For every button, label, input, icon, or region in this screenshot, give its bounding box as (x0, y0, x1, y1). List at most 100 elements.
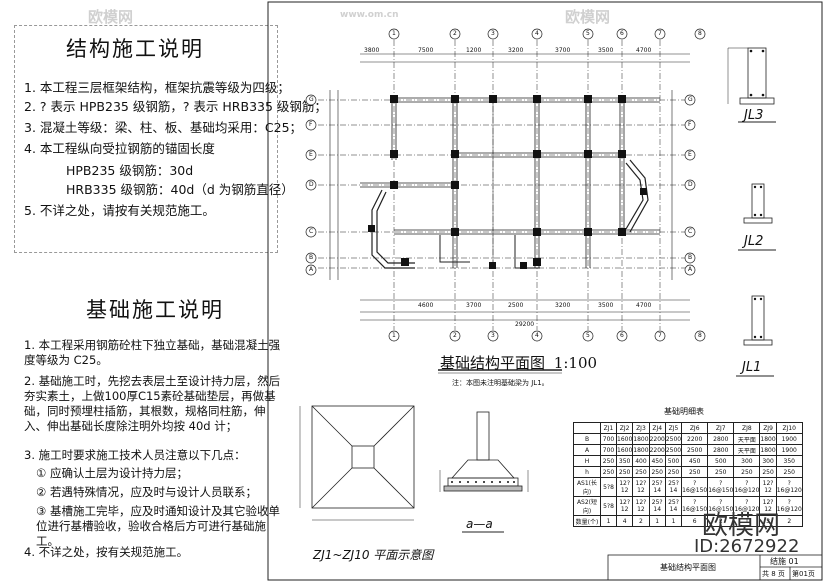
schedule-cell: 25?14 (648, 477, 666, 497)
bottom-axis-4: 4 (535, 332, 539, 339)
right-axis-E: E (688, 151, 692, 158)
schedule-cell: 1800 (632, 433, 650, 445)
structure-note-2: 2. ? 表示 HPB235 级钢筋，? 表示 HRB335 级钢筋； (24, 99, 327, 114)
schedule-cell: 12?12 (759, 477, 777, 497)
top-axis-4: 4 (535, 30, 539, 37)
top-dim-6: 3500 (598, 47, 614, 54)
structure-note-1: 1. 本工程三层框架结构，框架抗震等级为四级； (24, 80, 290, 95)
aa-section (439, 411, 529, 492)
jl2-section (743, 183, 773, 224)
plan-scale: 1:100 (553, 354, 598, 372)
plan-note: 注：本图未注明基础梁为 JL1。 (452, 379, 549, 387)
bottom-dim-4: 3200 (555, 302, 571, 309)
bottom-axis-bubbles (388, 330, 706, 342)
top-dim-7: 4700 (636, 47, 652, 54)
right-axis-D: D (688, 181, 693, 188)
left-axis-B: B (309, 254, 314, 261)
bottom-dim-1: 4600 (418, 302, 434, 309)
schedule-cell: 25?14 (648, 496, 666, 516)
zj-plan-schematic (299, 405, 415, 521)
bottom-axis-2: 2 (453, 332, 457, 339)
schedule-cell: 250 (664, 466, 683, 478)
title-block-drawing-name: 基础结构平面图 (660, 563, 716, 572)
left-axis-E: E (309, 151, 313, 158)
schedule-cell: 1 (648, 515, 666, 527)
schedule-header-row: ZJ1 ZJ2 ZJ3 ZJ4 ZJ5 ZJ6 ZJ7 ZJ8 ZJ9 ZJ10 (573, 422, 803, 434)
schedule-header-cell: ZJ3 (632, 422, 650, 434)
schedule-cell: H (573, 455, 601, 467)
jl3-dots (749, 49, 765, 97)
top-axis-8: 8 (698, 30, 702, 37)
bottom-axis-5: 5 (586, 332, 590, 339)
schedule-cell: 2800 (707, 444, 735, 456)
schedule-cell: 1 (733, 515, 761, 527)
zj-plan-label: ZJ1~ZJ10 平面示意图 (313, 548, 434, 562)
schedule-cell: 500 (707, 455, 735, 467)
schedule-cell: 25?14 (664, 477, 683, 497)
schedule-cell: 数量(个) (573, 515, 601, 527)
schedule-cell: A (573, 444, 601, 456)
left-axis-D: D (309, 181, 314, 188)
schedule-title: 基础明细表 (664, 407, 704, 416)
schedule-cell: 250 (681, 466, 709, 478)
plan-columns (368, 95, 647, 269)
schedule-table: ZJ1 ZJ2 ZJ3 ZJ4 ZJ5 ZJ6 ZJ7 ZJ8 ZJ9 ZJ10… (573, 422, 803, 527)
schedule-cell: 12?12 (615, 477, 634, 497)
schedule-header-cell: ZJ8 (733, 422, 761, 434)
schedule-cell: 450 (648, 455, 666, 467)
schedule-cell: 1 (600, 515, 617, 527)
title-block-total-pages: 共 8 页 (762, 570, 785, 578)
right-axis-A: A (688, 266, 693, 273)
structure-notes-title: 结构施工说明 (66, 37, 204, 61)
top-dim-3: 1200 (466, 47, 482, 54)
schedule-cell: 5?8 (600, 496, 617, 516)
schedule-cell: 250 (775, 466, 803, 478)
schedule-cell: 12?12 (632, 496, 650, 516)
schedule-header-cell: ZJ10 (775, 422, 803, 434)
schedule-cell: h (573, 466, 601, 478)
top-axis-7: 7 (658, 30, 662, 37)
schedule-cell: 2 (632, 515, 650, 527)
schedule-cell: ?16@150 (681, 477, 709, 497)
right-axis-F: F (688, 121, 692, 128)
schedule-cell: 1800 (759, 444, 777, 456)
schedule-cell: 1600 (615, 444, 634, 456)
schedule-row: h 250 250 250 250 250 250 250 250 250 25… (573, 466, 803, 478)
schedule-cell: 天平面 (733, 444, 761, 456)
left-axis-bubbles (305, 94, 317, 276)
schedule-cell: 2800 (707, 433, 735, 445)
top-axis-2: 2 (453, 30, 457, 37)
structure-note-3: 3. 混凝土等级：梁、柱、板、基础均采用：C25； (24, 120, 303, 135)
bottom-dim-2: 3700 (466, 302, 482, 309)
right-axis-bubbles (684, 94, 696, 276)
structure-note-4b: HRB335 级钢筋：40d（d 为钢筋直径） (66, 182, 294, 197)
left-axis-G: G (309, 96, 314, 103)
schedule-cell: 350 (775, 455, 803, 467)
right-axis-G: G (688, 96, 693, 103)
schedule-cell: 12?12 (615, 496, 634, 516)
schedule-cell: 700 (600, 444, 617, 456)
title-block-sheet-code: 结施 01 (770, 557, 799, 566)
top-dim-1: 3800 (364, 47, 380, 54)
watermark-id: ID:2672922 (694, 536, 800, 557)
structure-note-4: 4. 本工程纵向受拉钢筋的锚固长度 (24, 141, 215, 156)
schedule-cell: 2200 (648, 444, 666, 456)
schedule-header-cell: ZJ6 (681, 422, 709, 434)
bottom-axis-1: 1 (392, 332, 396, 339)
schedule-cell: 12?12 (632, 477, 650, 497)
bottom-axis-6: 6 (620, 332, 624, 339)
schedule-cell: 2500 (664, 444, 683, 456)
schedule-cell: ?16@150 (707, 477, 735, 497)
foundation-note-3c: ③ 基槽施工完毕，应及时通知设计及其它验收单位进行基槽验收，验收合格后方可进行基… (36, 504, 280, 548)
schedule-cell: 350 (615, 455, 634, 467)
foundation-note-3: 3. 施工时要求施工技术人员注意以下几点： (24, 448, 246, 462)
bottom-dim-3: 2500 (508, 302, 524, 309)
foundation-note-3a: ① 应确认土层为设计持力层； (36, 466, 188, 480)
bottom-axis-8: 8 (698, 332, 702, 339)
schedule-cell: 2200 (681, 433, 709, 445)
schedule-cell: 天平面 (733, 433, 761, 445)
schedule-cell: 2200 (648, 433, 666, 445)
jl1-label: JL1 (742, 360, 762, 375)
schedule-cell: 250 (600, 466, 617, 478)
schedule-row: B 700 1600 1800 2200 2500 2200 2800 天平面 … (573, 433, 803, 445)
